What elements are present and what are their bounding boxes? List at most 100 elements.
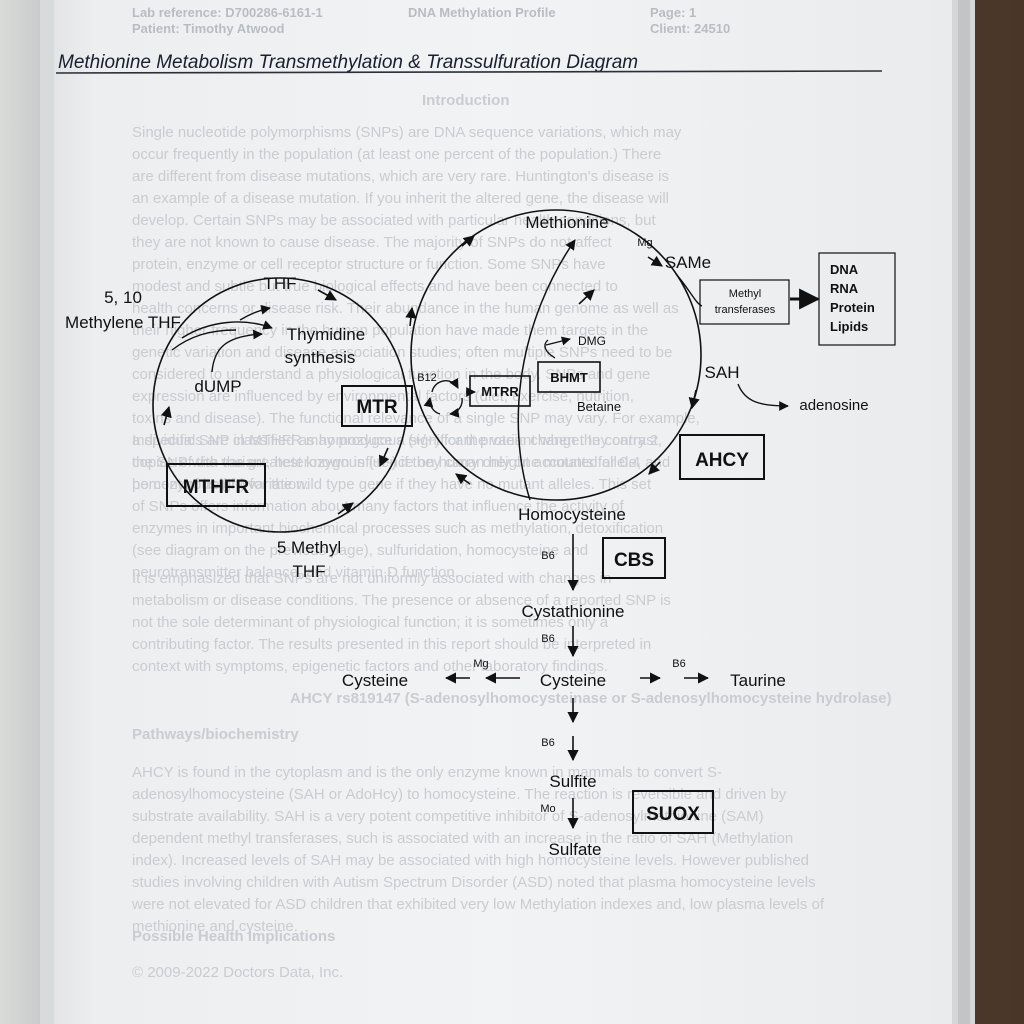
suox-label: SUOX	[646, 804, 700, 825]
background-line: metabolism or disease conditions. The pr…	[132, 592, 671, 609]
cycle-arrow-left-up	[405, 306, 417, 327]
bhmt-label: BHMT	[550, 370, 588, 385]
background-line: Single nucleotide polymorphisms (SNPs) a…	[132, 124, 682, 141]
methylene-thf-label-1: 5, 10	[104, 288, 142, 307]
same-label: SAMe	[665, 253, 711, 272]
cycle-arrow-top-left	[461, 235, 475, 247]
intro-heading: Introduction	[422, 92, 510, 109]
b6-label-2: B6	[541, 633, 554, 645]
pathways-heading: Pathways/biochemistry	[132, 726, 299, 743]
background-line: expression are influenced by environment…	[132, 388, 634, 405]
arrow-to-dmg	[545, 336, 571, 346]
homocysteine-label: Homocysteine	[518, 505, 626, 524]
cbs-box	[602, 537, 666, 579]
health-heading: Possible Health Implications	[132, 928, 336, 945]
ahcy-label: AHCY	[695, 450, 749, 471]
header-report: DNA Methylation Profile	[408, 5, 556, 20]
background-line: are different from disease mutations, wh…	[132, 168, 670, 185]
mtr-label: MTR	[356, 397, 397, 418]
background-paragraph-4: AHCY is found in the cytoplasm and is th…	[132, 762, 824, 938]
arrow-to-thf	[239, 304, 271, 321]
arrow-to-adenosine	[737, 383, 789, 411]
targets-box	[818, 252, 896, 346]
background-line: copies of the variant, heterozygous (+/-…	[132, 454, 671, 471]
methyl-label: Methyl	[729, 288, 761, 300]
footer-copyright: © 2009-2022 Doctors Data, Inc.	[132, 964, 344, 981]
background-line: methionine and cysteine.	[132, 918, 298, 935]
methionine-label: Methionine	[525, 213, 608, 232]
cysteine-center-label: Cysteine	[540, 671, 606, 690]
b6-label-taurine: B6	[672, 658, 685, 670]
background-line: It is emphasized that SNPs are not unifo…	[132, 570, 612, 587]
background-line: they are not known to cause disease. The…	[132, 234, 612, 251]
mthfr-label: MTHFR	[183, 477, 250, 498]
mtrr-box	[469, 375, 531, 407]
target-protein: Protein	[830, 300, 875, 315]
background-line: context with symptoms, epigenetic factor…	[132, 658, 609, 675]
background-line: dependent methyl transferases, such is a…	[132, 830, 794, 847]
cycle-arrow-bottom-right	[648, 461, 661, 475]
dmg-tick	[544, 339, 556, 359]
thf-branch-line	[171, 329, 237, 351]
target-dna: DNA	[830, 262, 859, 277]
mtr-box	[341, 385, 413, 427]
dmg-label: DMG	[578, 334, 606, 348]
folate-cycle-circle	[152, 277, 408, 533]
title-underline	[55, 70, 883, 74]
background-line: develop. Certain SNPs may be associated …	[132, 212, 656, 229]
background-line: of SNPs offers information about many fa…	[132, 498, 624, 515]
cycle-arrow-top	[317, 289, 337, 301]
methylene-thf-label-2: Methylene THF	[65, 313, 181, 332]
ahcy-heading: AHCY rs819147 (S-adenosylhomocysteinase …	[290, 690, 892, 707]
taurine-label: Taurine	[730, 671, 786, 690]
methyl-transferases-box	[699, 279, 790, 325]
background-line: adenosylhomocysteine (SAH or AdoHcy) to …	[132, 786, 787, 803]
background-line: occur frequently in the population (at l…	[132, 146, 662, 163]
diagram-title: Methionine Metabolism Transmethylation &…	[58, 52, 639, 73]
header-lab-ref: Lab reference: D700286-6161-1	[132, 5, 323, 20]
bhmt-box	[537, 361, 601, 393]
betaine-label: Betaine	[577, 399, 621, 414]
sah-label: SAH	[705, 363, 740, 382]
cycle-arrow-right	[688, 389, 700, 410]
cycle-arrow-left	[160, 405, 172, 426]
background-line: index). Increased levels of SAH may be a…	[132, 852, 810, 869]
mtrr-label: MTRR	[481, 384, 519, 399]
background-line: Individuals are classified as homozygous…	[132, 432, 659, 449]
background-line: (see diagram on the previous page), sulf…	[132, 542, 589, 559]
background-line: substrate availability. SAH is a very po…	[132, 808, 764, 825]
background-line: enzymes in important biochemical process…	[132, 520, 664, 537]
suox-box	[632, 790, 714, 834]
b12-label: B12	[417, 372, 437, 384]
recycle-icon	[423, 377, 463, 418]
mthfr-box	[166, 463, 266, 507]
target-rna: RNA	[830, 281, 859, 296]
background-line: protein, enzyme or cell receptor structu…	[132, 256, 606, 273]
header-patient: Patient: Timothy Atwood	[132, 21, 285, 36]
background-paragraph-3: It is emphasized that SNPs are not unifo…	[132, 568, 671, 678]
background-line: AHCY is found in the cytoplasm and is th…	[132, 764, 722, 781]
background-line: neurotransmitter balance, and vitamin D …	[132, 564, 459, 581]
transferases-label: transferases	[715, 304, 776, 316]
arrow-from-dump	[211, 329, 263, 373]
background-line: modest and subtle but true biological ef…	[132, 278, 618, 295]
sulfite-label: Sulfite	[549, 772, 596, 791]
b6-label-1: B6	[541, 550, 554, 562]
background-paragraph-2: Individuals are classified as homozygous…	[132, 430, 670, 584]
cbs-label: CBS	[614, 550, 654, 571]
background-line: an example of a disease mutation. If you…	[132, 190, 669, 207]
cycle-arrow-mtr	[455, 473, 471, 485]
background-line: contributing factor. The results present…	[132, 636, 652, 653]
methionine-cycle-circle	[410, 209, 702, 501]
background-line: studies involving children with Autism S…	[132, 874, 816, 891]
background-line: homozygous (-/-) for the wild type gene …	[132, 476, 652, 493]
methyl-thf-label-2: THF	[292, 562, 325, 581]
background-line: toxins and disease). The functional rele…	[132, 410, 700, 427]
dump-label: dUMP	[194, 377, 241, 396]
background-line: not the sole determinant of physiologica…	[132, 614, 609, 631]
cycle-arrow-top-right	[647, 255, 663, 267]
header-page: Page: 1	[650, 5, 697, 20]
thf-label: THF	[263, 274, 296, 293]
